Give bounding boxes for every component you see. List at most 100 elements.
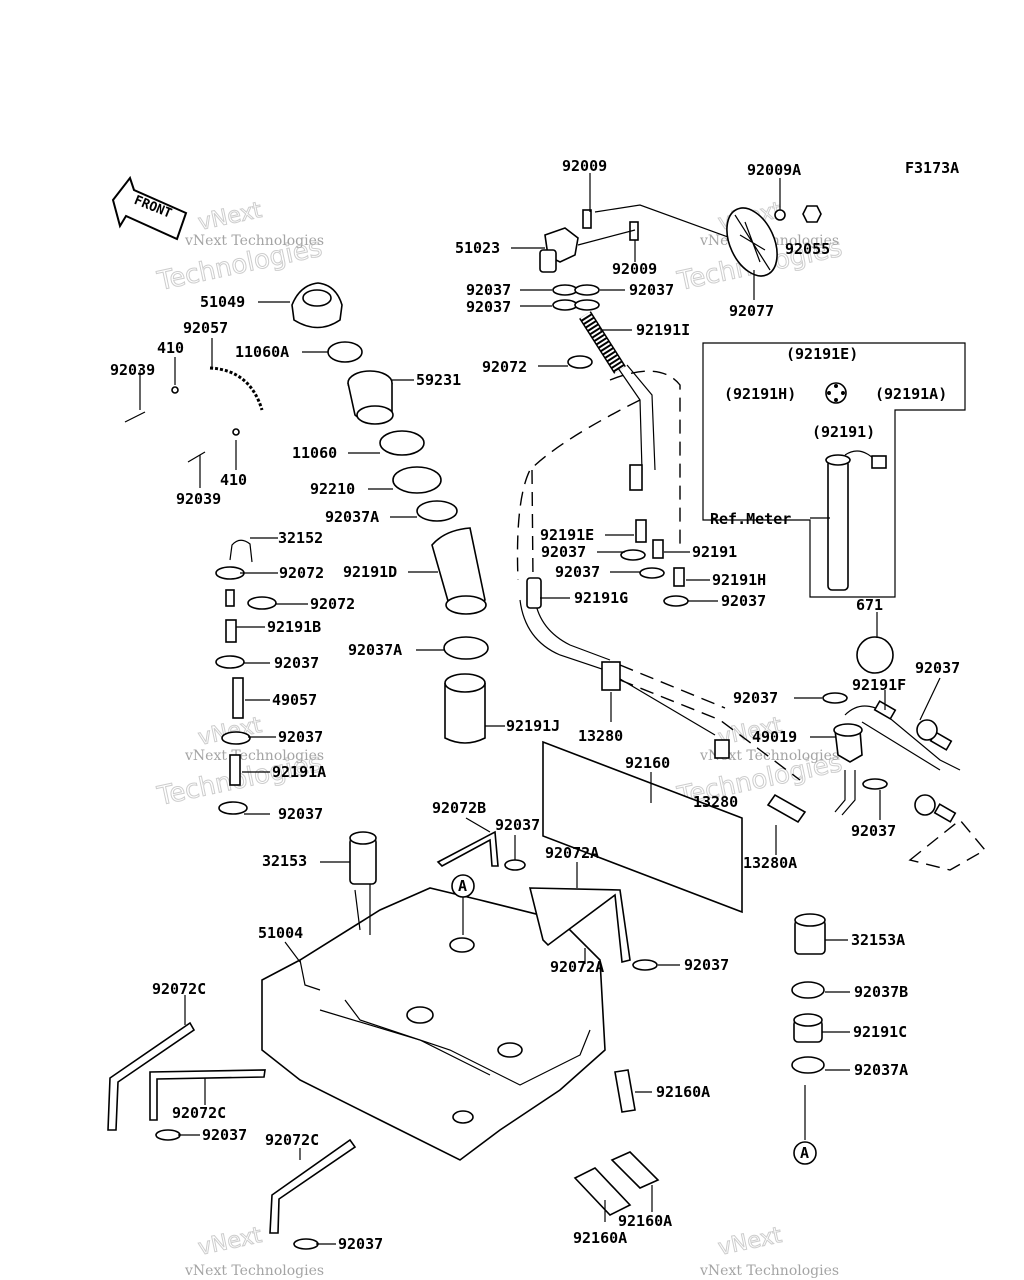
hose-92191d	[431, 527, 487, 615]
label-11060: 11060	[292, 444, 337, 462]
pipe-32152	[229, 539, 253, 563]
fitting-32153a	[794, 913, 826, 955]
label-410-bottom: 410	[220, 471, 247, 489]
label-92072c-1: 92072C	[152, 980, 206, 998]
label-92160a-bottom: 92160A	[573, 1229, 627, 1247]
label-92191: 92191	[692, 543, 737, 561]
label-671: 671	[856, 596, 883, 614]
part-labels: 92009 92009A 51023 92055 92009 92037 920…	[110, 157, 960, 1253]
pad-92160	[542, 740, 743, 914]
label-92210: 92210	[310, 480, 355, 498]
label-92055: 92055	[785, 240, 830, 258]
label-92037: 92037	[851, 822, 896, 840]
hose-92191g	[526, 577, 542, 609]
label-92037a-bottom: 92037A	[854, 1061, 908, 1079]
label-92191a-left: 92191A	[272, 763, 326, 781]
filler-cap	[291, 282, 343, 329]
hose-92191i	[567, 311, 685, 587]
clamp-92037a-top	[416, 500, 458, 522]
gasket-11060	[379, 430, 425, 456]
hose-92191c	[793, 1013, 823, 1043]
label-92191b: 92191B	[267, 618, 321, 636]
label-92037: 92037	[629, 281, 674, 299]
ref-terminal-right: (92191A)	[875, 385, 947, 403]
label-13280: 13280	[578, 727, 623, 745]
figure-code: F3173A	[905, 159, 959, 177]
bracket-92072a	[528, 887, 631, 963]
label-92037: 92037	[495, 816, 540, 834]
svg-text:vNext: vNext	[196, 198, 264, 236]
label-92191f: 92191F	[852, 676, 906, 694]
svg-text:vNext Technologies: vNext Technologies	[184, 233, 324, 249]
label-92072: 92072	[482, 358, 527, 376]
label-92160a: 92160A	[656, 1083, 710, 1101]
label-92191h: 92191H	[712, 571, 766, 589]
bracket-92072c-3	[269, 1138, 357, 1234]
label-92160a-mid: 92160A	[618, 1212, 672, 1230]
label-92037: 92037	[684, 956, 729, 974]
label-92037a-mid: 92037A	[348, 641, 402, 659]
front-arrow-icon: FRONT	[111, 175, 188, 241]
label-92072: 92072	[310, 595, 355, 613]
svg-text:vNext Technologies: vNext Technologies	[699, 1263, 839, 1279]
label-32152: 32152	[278, 529, 323, 547]
callout-a-top: A	[451, 874, 475, 935]
label-32153: 32153	[262, 852, 307, 870]
label-92009-top: 92009	[562, 157, 607, 175]
fuel-cock-assembly	[539, 204, 751, 311]
label-92191i: 92191I	[636, 321, 690, 339]
label-410-top: 410	[157, 339, 184, 357]
label-92160: 92160	[625, 754, 670, 772]
label-92191d: 92191D	[343, 563, 397, 581]
pad-92160a-1	[614, 1069, 636, 1113]
label-92037: 92037	[915, 659, 960, 677]
breather-hose-dashed	[516, 370, 681, 581]
label-92009-mid: 92009	[612, 260, 657, 278]
label-51004: 51004	[258, 924, 303, 942]
svg-text:vNext Technologies: vNext Technologies	[184, 1263, 324, 1279]
label-92037: 92037	[338, 1235, 383, 1253]
label-49057: 49057	[272, 691, 317, 709]
svg-text:vNext: vNext	[196, 1223, 264, 1261]
hose-92191j	[444, 673, 486, 744]
label-92039-top: 92039	[110, 361, 155, 379]
label-92009a: 92009A	[747, 161, 801, 179]
label-32153a: 32153A	[851, 931, 905, 949]
bracket-92072c-1	[107, 1021, 196, 1131]
svg-text:vNext Technologies: vNext Technologies	[184, 748, 324, 764]
label-92191e: 92191E	[540, 526, 594, 544]
ref-meter-box	[702, 342, 966, 598]
oring-671	[856, 636, 894, 674]
gasket-11060a	[327, 341, 363, 363]
label-49019: 49019	[752, 728, 797, 746]
label-92191c: 92191C	[853, 1023, 907, 1041]
ref-terminal-left: (92191H)	[724, 385, 796, 403]
label-92037: 92037	[202, 1126, 247, 1144]
label-92072a-top: 92072A	[545, 844, 599, 862]
svg-text:A: A	[458, 877, 467, 895]
nut-92210	[392, 466, 442, 494]
label-92037: 92037	[733, 689, 778, 707]
label-92037: 92037	[274, 654, 319, 672]
label-92072c-2: 92072C	[172, 1104, 226, 1122]
svg-text:vNext Technologies: vNext Technologies	[699, 748, 839, 764]
label-11060a: 11060A	[235, 343, 289, 361]
label-92039-bottom: 92039	[176, 490, 221, 508]
ref-terminal-bottom: (92191)	[812, 423, 875, 441]
label-92072c-3: 92072C	[265, 1131, 319, 1149]
clamp-92037a-mid	[443, 636, 489, 660]
label-92072: 92072	[279, 564, 324, 582]
svg-text:vNext: vNext	[716, 1223, 784, 1261]
clip-13280a	[766, 793, 807, 824]
bracket-92072b	[436, 830, 499, 867]
label-92191j: 92191J	[506, 717, 560, 735]
ref-meter-title: Ref.Meter	[710, 510, 791, 528]
valve-49057	[232, 677, 244, 719]
cap-tether	[124, 366, 264, 463]
filler-neck-59231	[347, 370, 394, 425]
label-13280-right: 13280	[693, 793, 738, 811]
ref-terminal-top: (92191E)	[786, 345, 858, 363]
fuel-tank-51004	[261, 860, 606, 1161]
clamp-13280	[601, 661, 621, 691]
